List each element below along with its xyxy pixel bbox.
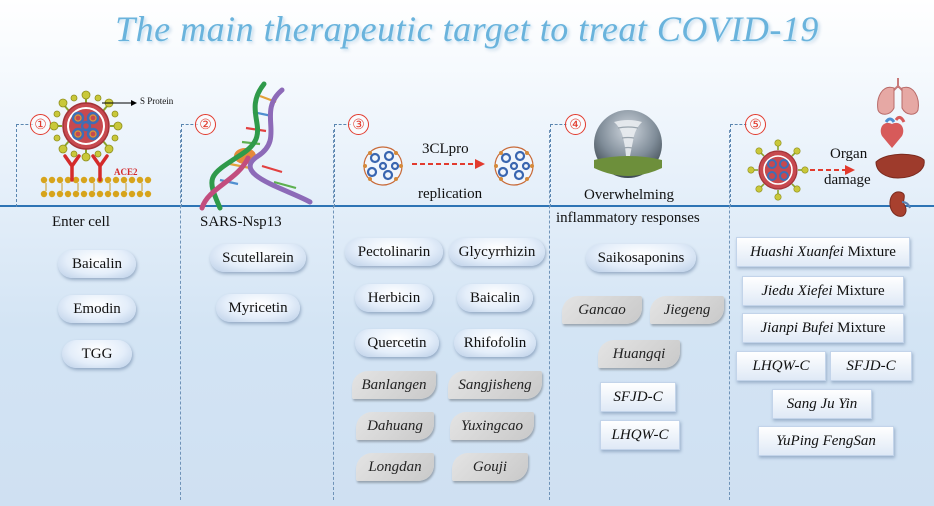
s-protein-arrow-icon <box>102 100 137 106</box>
replication-arrow-icon <box>412 159 485 169</box>
column-divider-4 <box>729 130 730 500</box>
herb-leaf-dahuang: Dahuang <box>356 412 434 440</box>
heart-icon <box>880 115 906 148</box>
formula-box-huashi-xuanfei: Huashi Xuanfei Mixture <box>736 237 910 267</box>
ace2-receptor-icon <box>63 154 109 182</box>
target-label-overwhelming: Overwhelming <box>584 187 674 203</box>
column-divider-3 <box>549 130 550 500</box>
horizontal-divider <box>0 205 934 207</box>
s-protein-label: S Protein <box>140 96 174 106</box>
enzyme-label-3clpro: 3CLpro <box>422 141 469 157</box>
drug-pill-baicalin-2: Baicalin <box>457 284 533 312</box>
formula-box-sfjd-c: SFJD-C <box>600 382 676 412</box>
herb-leaf-longdan: Longdan <box>356 453 434 481</box>
step-number-2: ② <box>195 114 216 135</box>
formula-suffix: Mixture <box>833 319 886 336</box>
drug-pill-rhifofolin: Rhifofolin <box>454 329 536 357</box>
virus-particle-icon <box>363 146 403 186</box>
bracket-5 <box>730 124 747 207</box>
formula-box-yuping-fengsan: YuPing FengSan <box>758 426 894 456</box>
formula-suffix: Mixture <box>832 282 885 299</box>
liver-icon <box>875 153 925 179</box>
target-label-sars-nsp13: SARS-Nsp13 <box>200 214 282 230</box>
formula-suffix: Mixture <box>843 243 896 260</box>
organ-damage-virus-illustration <box>747 139 855 201</box>
dna-helix-icon <box>199 81 313 211</box>
target-label-enter-cell: Enter cell <box>52 214 110 230</box>
drug-pill-baicalin: Baicalin <box>58 250 136 278</box>
formula-box-sang-ju-yin: Sang Ju Yin <box>772 389 872 419</box>
step-number-4: ④ <box>565 114 586 135</box>
formula-box-sfjd-c-2: SFJD-C <box>830 351 912 381</box>
drug-pill-saikosaponins: Saikosaponins <box>586 244 696 272</box>
bracket-2 <box>181 124 198 207</box>
herb-leaf-banlangen: Banlangen <box>352 371 436 399</box>
step-number-5: ⑤ <box>745 114 766 135</box>
herb-leaf-yuxingcao: Yuxingcao <box>450 412 534 440</box>
kidney-icon <box>889 191 911 217</box>
organs-illustration <box>875 78 925 217</box>
formula-name: Jianpi Bufei <box>760 319 834 336</box>
herb-leaf-gouji: Gouji <box>452 453 528 481</box>
target-label-damage: damage <box>824 172 871 188</box>
herb-leaf-huangqi: Huangqi <box>598 340 680 368</box>
drug-pill-emodin: Emodin <box>58 295 136 323</box>
drug-pill-scutellarein: Scutellarein <box>210 244 306 272</box>
formula-box-jianpi-bufei: Jianpi Bufei Mixture <box>742 313 904 343</box>
drug-pill-herbicin: Herbicin <box>355 284 433 312</box>
virus-replication-illustration <box>363 146 534 186</box>
bracket-3 <box>334 124 351 207</box>
herb-leaf-jiegeng: Jiegeng <box>650 296 724 324</box>
ace2-label: ACE2 <box>114 167 138 177</box>
lungs-icon <box>877 78 919 115</box>
formula-name: Huashi Xuanfei <box>750 243 844 260</box>
cell-membrane-icon <box>40 176 152 198</box>
bracket-1 <box>16 124 33 207</box>
herb-leaf-gancao: Gancao <box>562 296 642 324</box>
step-number-3: ③ <box>348 114 369 135</box>
virus-particle-copy-icon <box>494 146 534 186</box>
formula-box-jiedu-xiefei: Jiedu Xiefei Mixture <box>742 276 904 306</box>
step-number-1: ① <box>30 114 51 135</box>
diagram-title: The main therapeutic target to treat COV… <box>115 9 819 49</box>
cytokine-storm-illustration <box>594 110 662 178</box>
drug-pill-quercetin: Quercetin <box>355 329 439 357</box>
target-label-replication: replication <box>418 186 483 202</box>
drug-pill-tgg: TGG <box>62 340 132 368</box>
coronavirus-icon <box>49 90 123 162</box>
tornado-icon <box>594 110 662 178</box>
formula-box-lhqw-c-2: LHQW-C <box>736 351 826 381</box>
formula-box-lhqw-c: LHQW-C <box>600 420 680 450</box>
bracket-4 <box>550 124 567 207</box>
virus-icon <box>747 139 809 201</box>
target-label-inflammatory: inflammatory responses <box>556 210 700 226</box>
drug-pill-pectolinarin: Pectolinarin <box>345 238 443 266</box>
herb-leaf-sangjisheng: Sangjisheng <box>448 371 542 399</box>
virus-cell-entry-illustration <box>40 90 152 198</box>
formula-name: Jiedu Xiefei <box>761 282 833 299</box>
drug-pill-myricetin: Myricetin <box>216 294 300 322</box>
damage-arrow-icon <box>810 165 855 175</box>
target-label-organ: Organ <box>830 146 868 162</box>
column-divider-2 <box>333 130 334 500</box>
dna-helicase-illustration <box>199 81 313 211</box>
column-divider-1 <box>180 130 181 500</box>
drug-pill-glycyrrhizin: Glycyrrhizin <box>449 238 545 266</box>
